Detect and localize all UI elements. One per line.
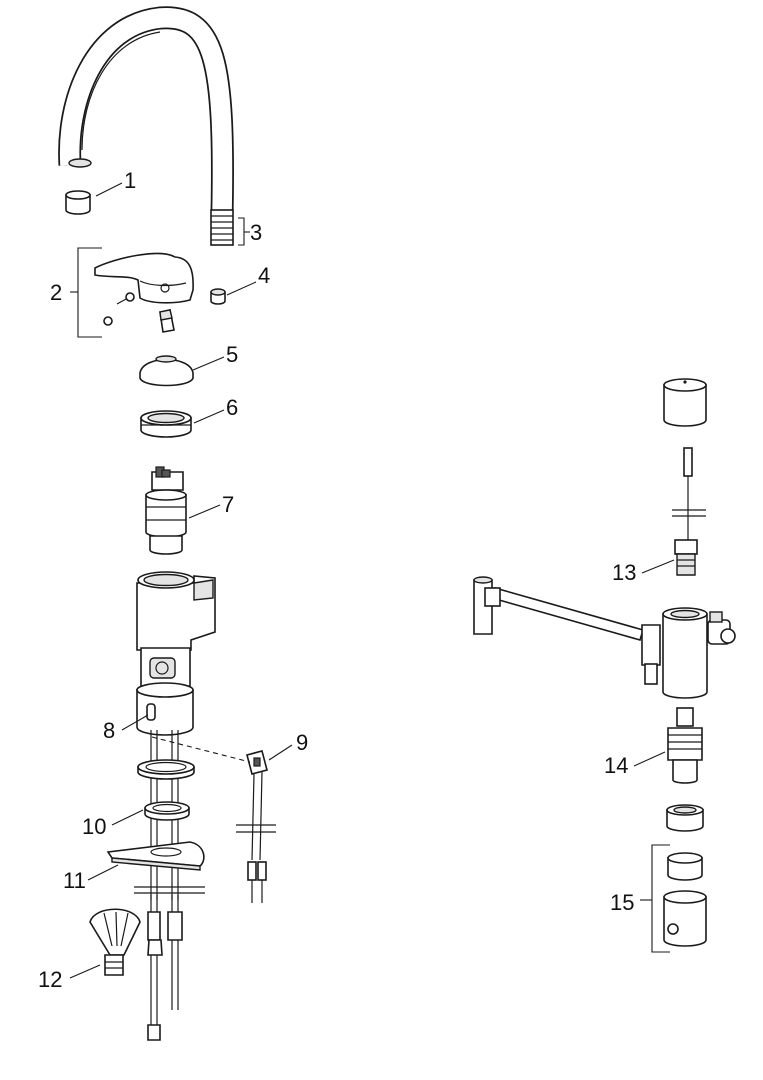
callout-7: 7 <box>222 492 234 517</box>
part-4-nut <box>210 288 226 305</box>
part-2-handle-set <box>94 252 194 333</box>
part-13-valve-cap <box>663 378 707 427</box>
spout <box>58 6 234 246</box>
callout-5: 5 <box>226 342 238 367</box>
part-1-aerator <box>65 190 91 215</box>
callout-10: 10 <box>82 814 106 839</box>
part-15-nut-ring <box>666 804 704 832</box>
callout-14: 14 <box>604 753 628 778</box>
part-8-body <box>136 571 216 736</box>
part-9-cable <box>236 750 276 903</box>
part-15-thermostat-housing <box>663 852 707 947</box>
callout-12: 12 <box>38 967 62 992</box>
callout-11: 11 <box>63 868 86 893</box>
part-12-fixing-nut <box>89 908 141 976</box>
part-10-washers <box>137 759 195 821</box>
part-11-mounting-plate <box>106 841 205 871</box>
callout-13: 13 <box>612 560 636 585</box>
part-7-cartridge <box>145 466 187 555</box>
callout-3: 3 <box>250 220 262 245</box>
part-13-wire-connector <box>672 447 706 576</box>
leader-lines <box>69 182 675 979</box>
part-14-thermostatic-cartridge <box>667 707 703 784</box>
callout-1: 1 <box>124 168 136 193</box>
part-6-ring-nut <box>140 410 192 438</box>
callout-4: 4 <box>258 263 270 288</box>
callout-15: 15 <box>610 890 634 915</box>
callout-labels: 1 2 3 4 5 6 7 8 9 10 11 12 13 14 15 <box>38 168 636 992</box>
callout-8: 8 <box>103 718 115 743</box>
callout-9: 9 <box>296 730 308 755</box>
connection-dash <box>151 736 251 763</box>
callout-2: 2 <box>50 280 62 305</box>
mixing-valve-body <box>473 576 736 699</box>
part-5-cap <box>139 355 194 387</box>
callout-6: 6 <box>226 395 238 420</box>
